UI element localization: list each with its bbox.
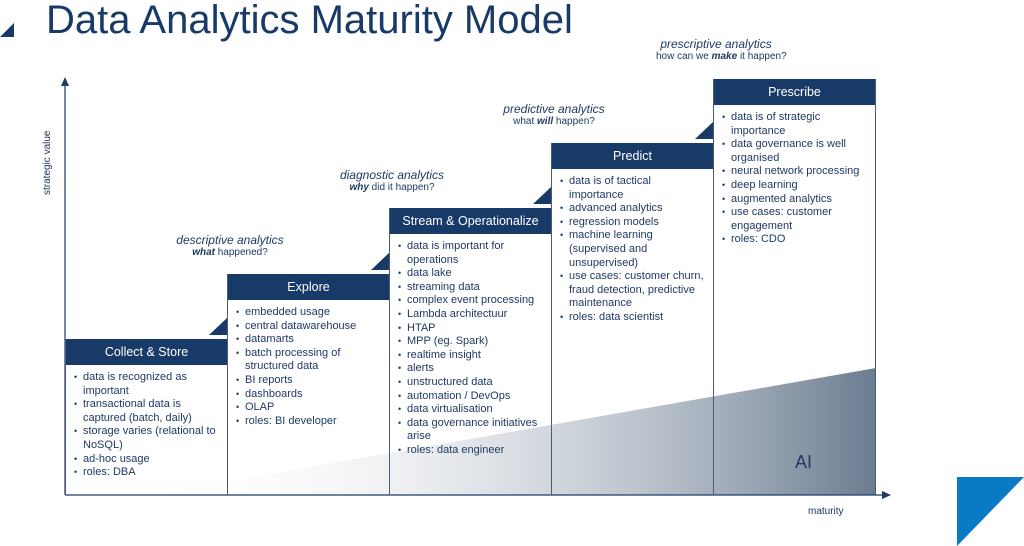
x-axis-arrow (882, 491, 891, 499)
stage-item: transactional data is captured (batch, d… (74, 398, 221, 425)
stage-item: data governance initiatives arise (398, 417, 545, 444)
stage-item: machine learning (supervised and unsuper… (560, 229, 707, 270)
stage-item: data virtualisation (398, 403, 545, 417)
stage-item: augmented analytics (722, 193, 869, 207)
analytics-type: predictive analytics (503, 102, 605, 116)
question-emphasis: make (711, 51, 738, 62)
stage-item: data governance is well organised (722, 138, 869, 165)
stage-item: data is of strategic importance (722, 111, 869, 138)
analytics-question: what will happen? (494, 116, 614, 127)
page-title: Data Analytics Maturity Model (46, 0, 573, 42)
ai-label: AI (795, 452, 813, 472)
question-post: did it happen? (368, 182, 435, 193)
question-emphasis: why (349, 182, 369, 193)
y-axis-label: strategic value (42, 130, 53, 195)
stage-item: use cases: customer churn, fraud detecti… (560, 270, 707, 311)
stage-item: central datawarehouse (236, 320, 383, 334)
stage-item: dashboards (236, 388, 383, 402)
brand-corner-triangle (957, 477, 1024, 546)
stage-item: use cases: customer engagement (722, 206, 869, 233)
stage-item: data is important for operations (398, 240, 545, 267)
stage-item: OLAP (236, 401, 383, 415)
stage-item: batch processing of structured data (236, 347, 383, 374)
stage-item: alerts (398, 362, 545, 376)
stage-item: complex event processing (398, 294, 545, 308)
y-axis-arrow (61, 77, 69, 86)
stage-column: Predict data is of tactical importanceadv… (551, 143, 713, 495)
stage-item: automation / DevOps (398, 390, 545, 404)
stage-header: Predict (552, 143, 713, 169)
analytics-question: how can we make it happen? (656, 51, 787, 62)
stage-header: Collect & Store (66, 339, 227, 365)
stage-item: realtime insight (398, 349, 545, 363)
question-post: happen? (553, 116, 595, 127)
x-axis-label: maturity (808, 506, 844, 517)
step-triangle-icon (533, 187, 551, 204)
stage-items: data is of strategic importancedata gove… (722, 111, 869, 247)
stage-items: data is important for operationsdata lak… (398, 240, 545, 458)
stage-item: HTAP (398, 322, 545, 336)
stage-column: Prescribe data is of strategic importance… (713, 79, 876, 495)
analytics-type: prescriptive analytics (660, 37, 772, 51)
stage-item: BI reports (236, 374, 383, 388)
stage-item: embedded usage (236, 306, 383, 320)
stage-item: neural network processing (722, 165, 869, 179)
step-triangle-icon (209, 318, 227, 335)
step-triangle-icon (695, 122, 713, 139)
stage-item: regression models (560, 216, 707, 230)
stage-item: streaming data (398, 281, 545, 295)
stage-item: MPP (eg. Spark) (398, 335, 545, 349)
stage-column: Collect & Store data is recognized as imp… (65, 339, 227, 495)
stage-item: roles: data engineer (398, 444, 545, 458)
stage-item: data is recognized as important (74, 371, 221, 398)
step-triangle-icon (371, 253, 389, 270)
stage-item: Lambda architectuur (398, 308, 545, 322)
stage-items: data is recognized as importanttransacti… (74, 371, 221, 480)
stage-column: Stream & Operationalize data is important… (389, 208, 551, 495)
stage-items: embedded usagecentral datawarehousedatam… (236, 306, 383, 428)
stage-item: roles: data scientist (560, 311, 707, 325)
question-pre: how can we (656, 51, 712, 62)
question-post: happened? (214, 247, 268, 258)
stage-items: data is of tactical importanceadvanced a… (560, 175, 707, 325)
stage-item: roles: DBA (74, 466, 221, 480)
stage-header: Prescribe (714, 79, 875, 105)
stage-item: data lake (398, 267, 545, 281)
analytics-question: why did it happen? (332, 182, 452, 193)
stage-item: datamarts (236, 333, 383, 347)
stage-item: roles: BI developer (236, 415, 383, 429)
stage-item: roles: CDO (722, 233, 869, 247)
stage-item: unstructured data (398, 376, 545, 390)
stage-item: storage varies (relational to NoSQL) (74, 425, 221, 452)
analytics-type: descriptive analytics (176, 233, 284, 247)
analytics-question: what happened? (170, 247, 290, 258)
stage-column: Explore embedded usagecentral datawarehou… (227, 274, 389, 495)
question-pre: what (513, 116, 538, 127)
stage-header: Explore (228, 274, 389, 300)
question-emphasis: what (192, 247, 215, 258)
stage-item: ad-hoc usage (74, 453, 221, 467)
question-post: it happen? (737, 51, 787, 62)
stage-item: deep learning (722, 179, 869, 193)
stage-header: Stream & Operationalize (390, 208, 551, 234)
stage-item: advanced analytics (560, 202, 707, 216)
question-emphasis: will (537, 116, 554, 127)
analytics-type: diagnostic analytics (339, 168, 445, 182)
title-corner-icon (0, 23, 14, 37)
stage-item: data is of tactical importance (560, 175, 707, 202)
